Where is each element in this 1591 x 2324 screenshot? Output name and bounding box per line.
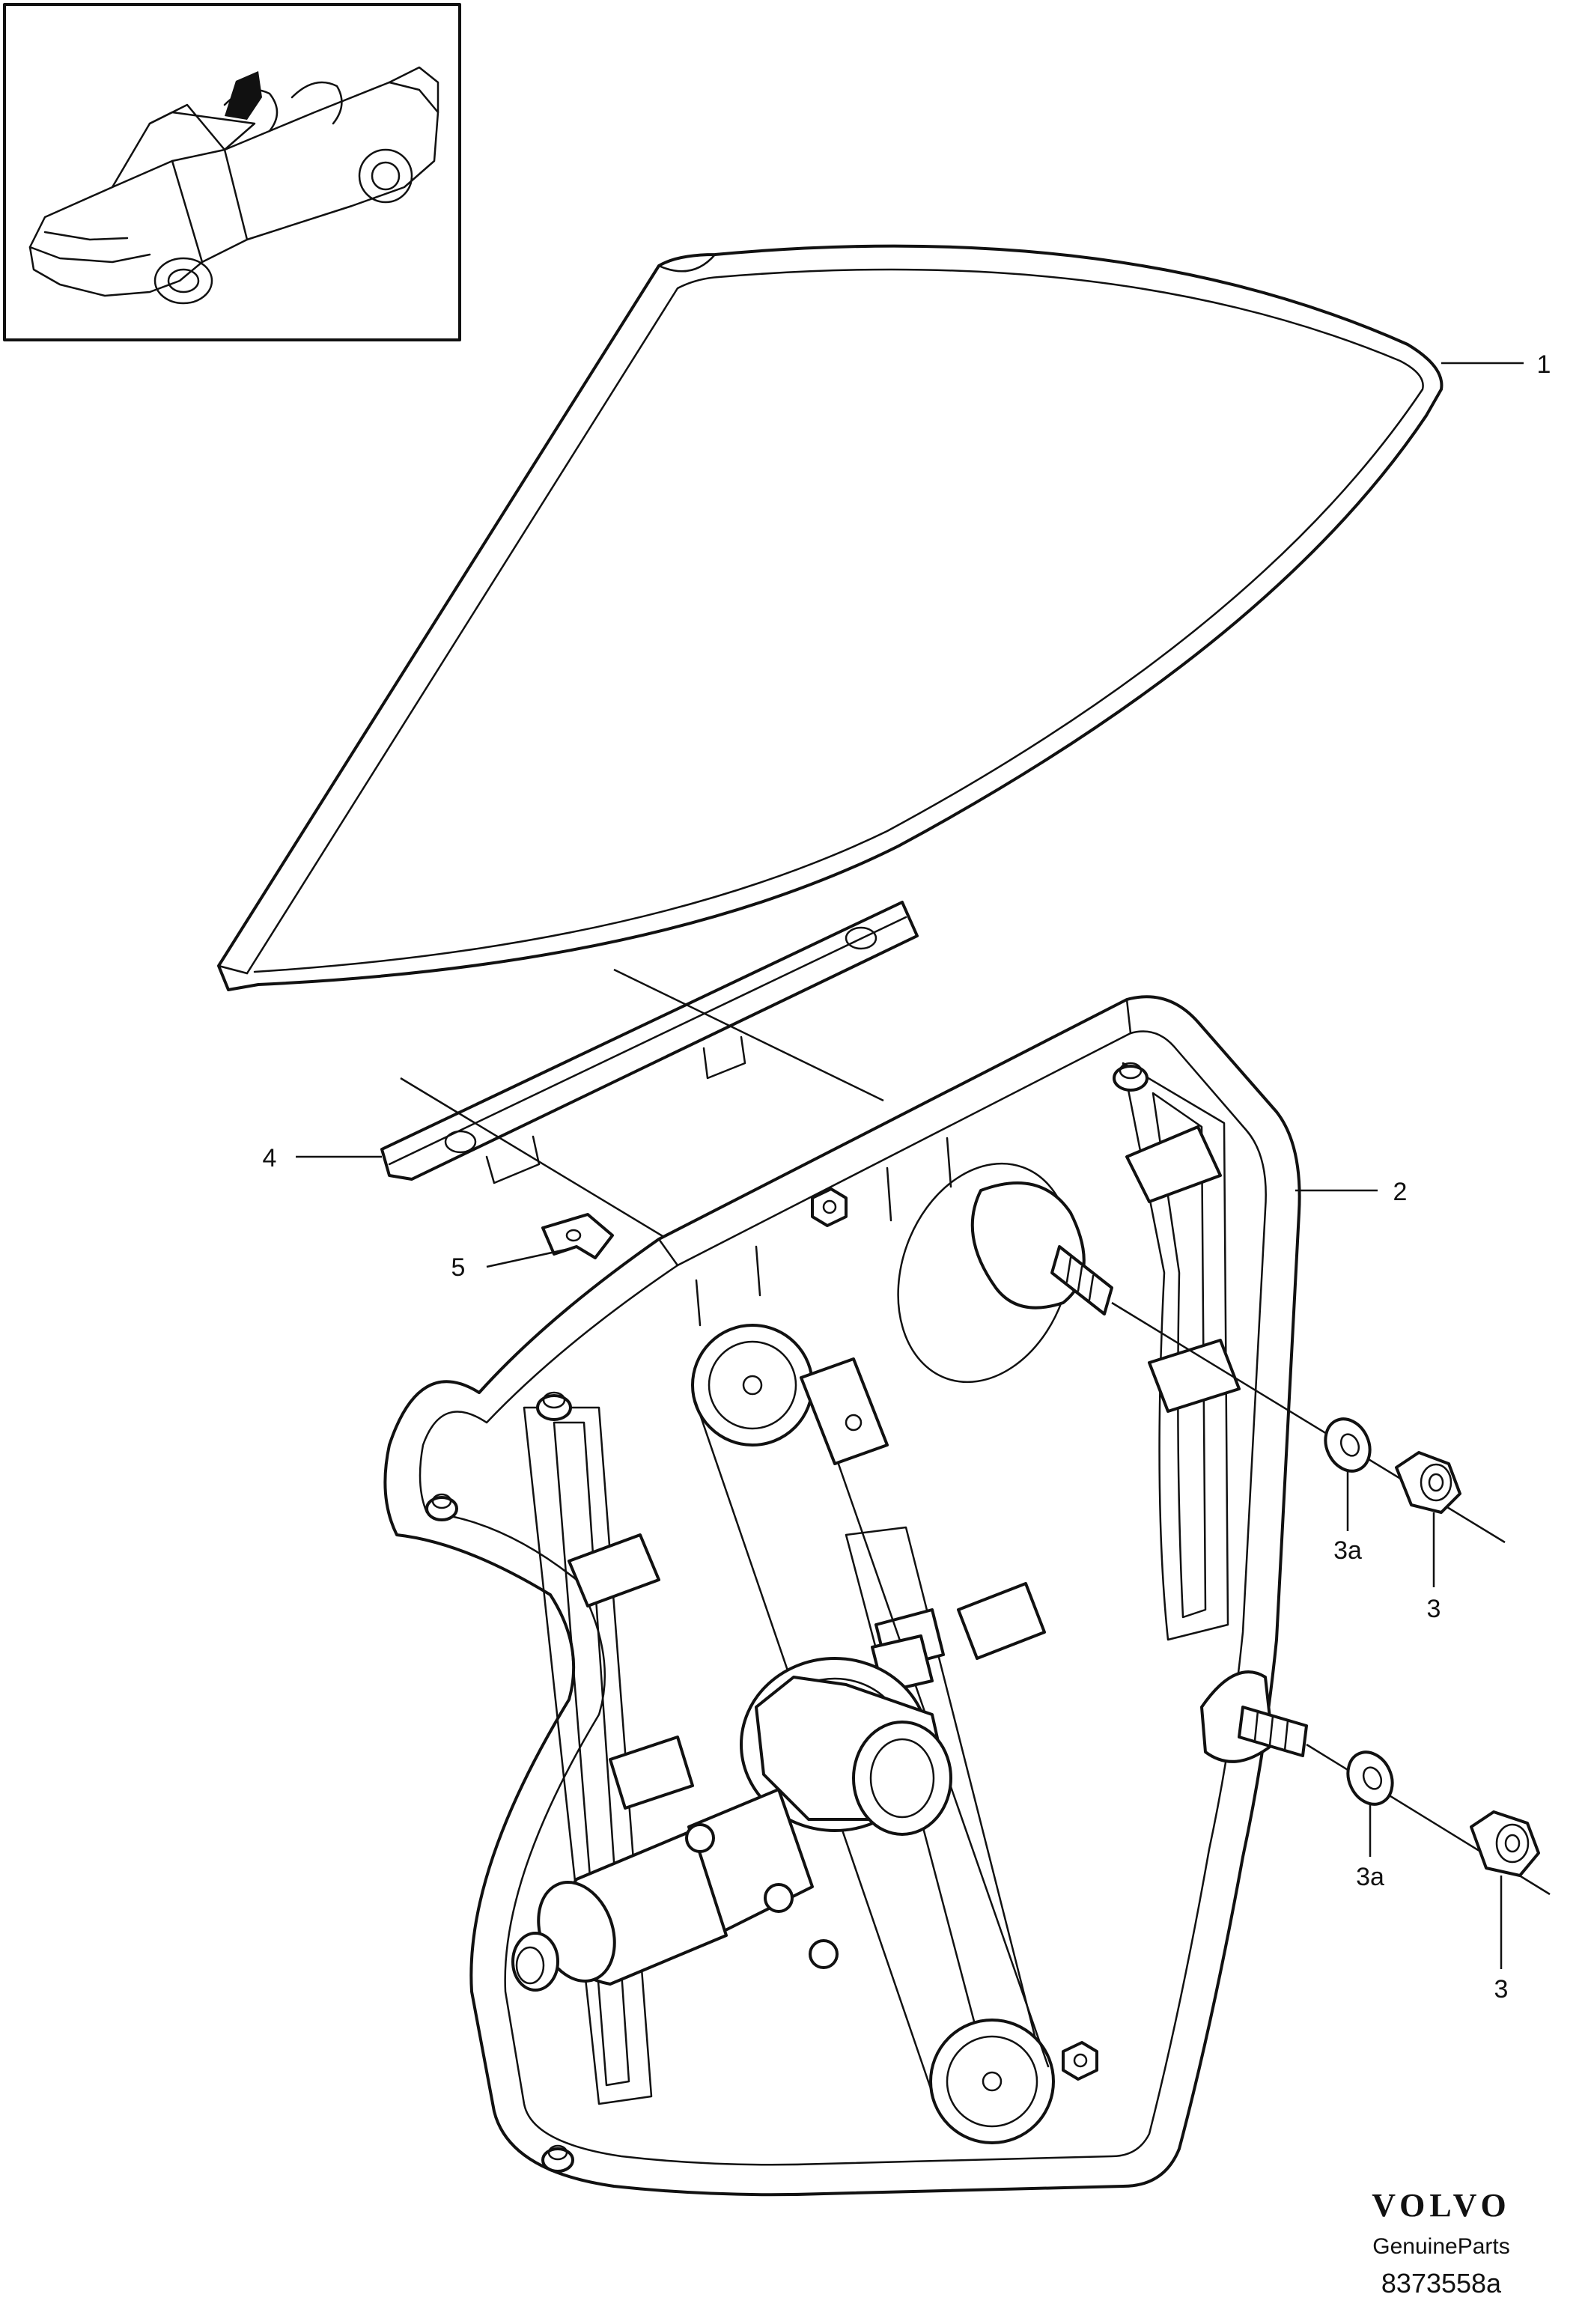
plate-nut-top	[811, 1187, 848, 1227]
callout-2: 2	[1393, 1178, 1408, 1206]
selected-window-highlight	[225, 71, 262, 120]
plate-stud-4	[541, 2144, 574, 2173]
callout-3a-upper: 3a	[1333, 1536, 1362, 1565]
lower-pulley	[929, 2019, 1055, 2144]
callout-5: 5	[451, 1253, 466, 1282]
plate-stud-3	[425, 1493, 458, 1521]
window-motor	[511, 1657, 952, 1992]
washer-upper	[1324, 1417, 1372, 1473]
window-glass	[217, 244, 1444, 991]
plate-stud-1	[1113, 1062, 1149, 1092]
plate-stud-2	[536, 1391, 572, 1421]
callout-3a-lower: 3a	[1356, 1863, 1384, 1891]
threaded-stud-upper	[1050, 1245, 1113, 1315]
nut-lower	[1470, 1810, 1540, 1877]
callout-3-lower: 3	[1494, 1975, 1509, 2004]
regulator-plate	[383, 995, 1308, 2197]
volvo-logo: VOLVO	[1372, 2187, 1511, 2224]
callout-4: 4	[263, 1144, 277, 1172]
upper-pulley	[691, 1324, 814, 1447]
nut-upper	[1395, 1451, 1461, 1514]
brand-block: VOLVO GenuineParts 8373558a	[1372, 2187, 1511, 2299]
clip	[541, 1213, 614, 1259]
car-overview-inset	[3, 3, 461, 341]
callout-3-upper: 3	[1427, 1595, 1441, 1623]
drawing-number: 8373558a	[1381, 2268, 1502, 2299]
washer-lower	[1346, 1750, 1394, 1806]
callout-1: 1	[1537, 350, 1551, 379]
convertible-car-icon	[28, 66, 439, 305]
threaded-stud-lower	[1238, 1706, 1308, 1757]
plate-nut-bottom	[1062, 2041, 1098, 2081]
genuine-parts-tagline: GenuineParts	[1372, 2234, 1509, 2259]
